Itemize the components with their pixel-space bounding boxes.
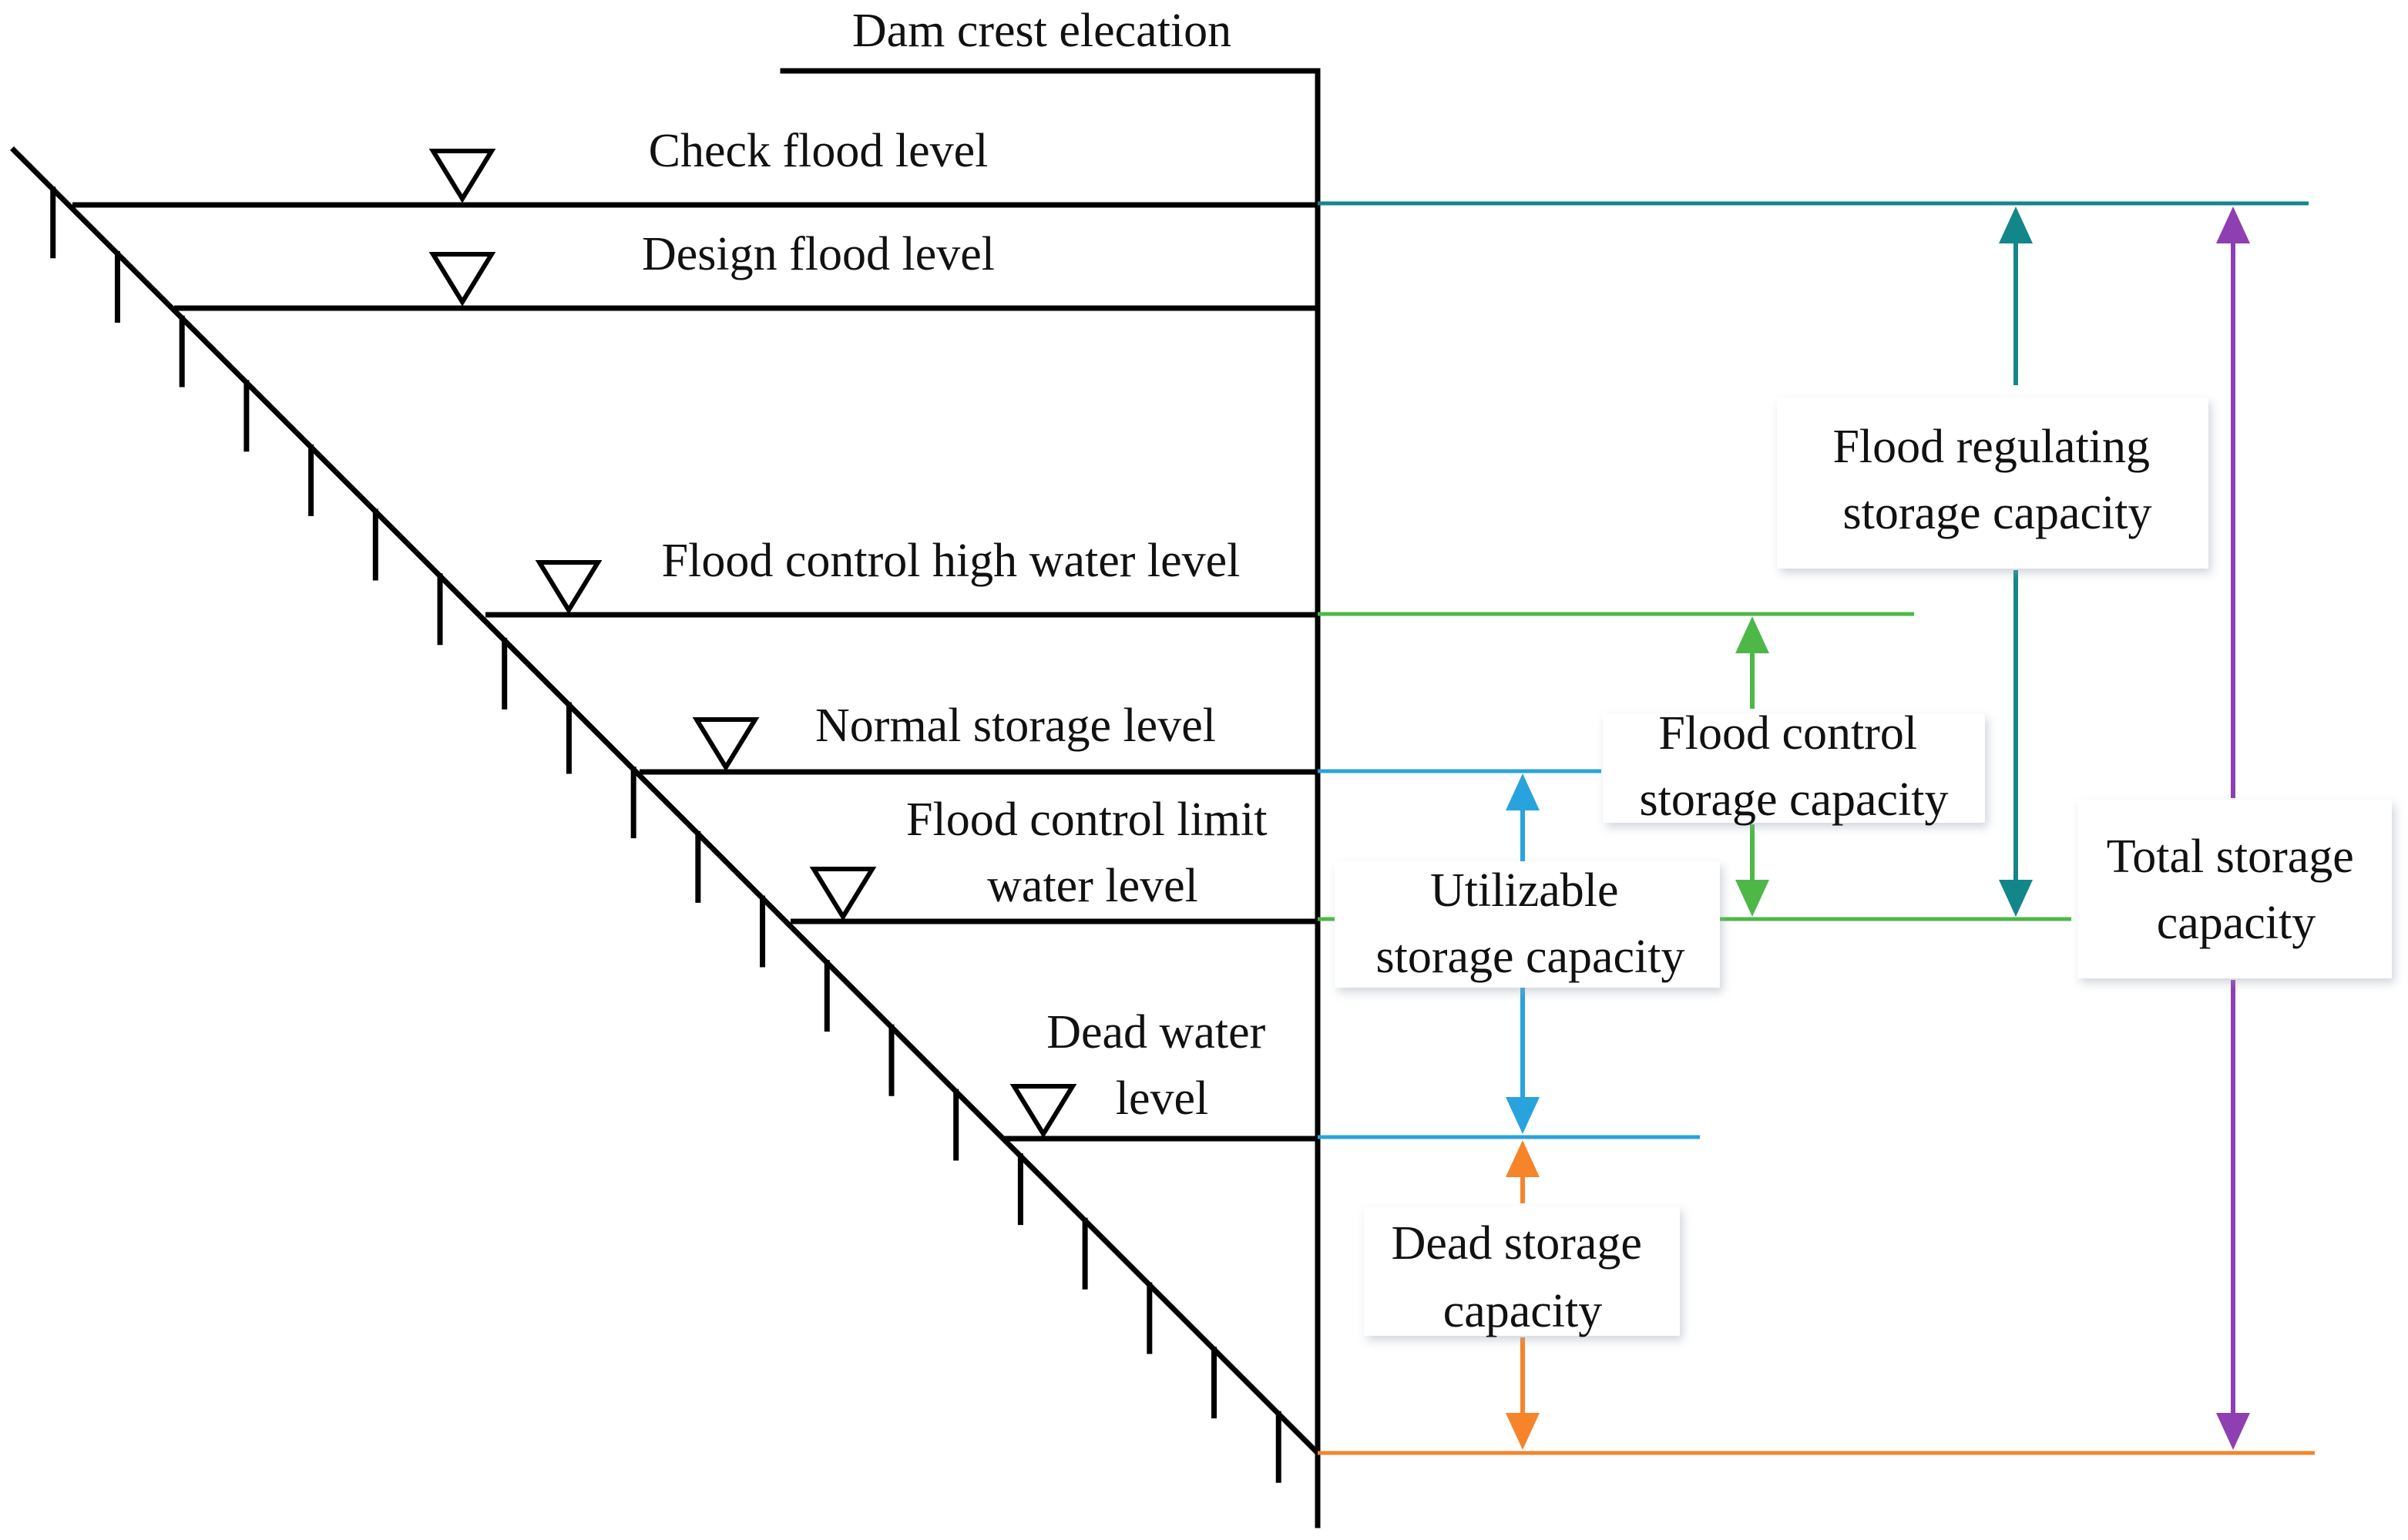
design-flood-label: Design flood level — [642, 228, 995, 280]
total-capacity-label-line2: capacity — [2157, 897, 2316, 949]
flood-control-limit-label: Flood control limit water level — [906, 793, 1279, 912]
dead-capacity-label-line2: capacity — [1443, 1285, 1603, 1337]
normal-storage-label: Normal storage level — [815, 700, 1216, 752]
water-level-lines — [72, 202, 1318, 1142]
dead-water-label-line1: Dead water — [1046, 1006, 1265, 1059]
dead-arrow-up-head — [1506, 1140, 1540, 1177]
flood-control-label-box — [1603, 713, 1985, 823]
flood-control-limit-label-line2: water level — [987, 860, 1198, 912]
total-capacity-label: Total storage capacity — [2107, 830, 2366, 949]
flood-regulating-capacity-label-group: Flood regulating storage capacity — [1777, 398, 2208, 569]
dam-structure — [10, 68, 1322, 1528]
total-label-box — [2077, 800, 2392, 978]
bank-hatching — [50, 186, 1281, 1483]
flood-control-high-label: Flood control high water level — [662, 535, 1241, 587]
flood-control-arrow-up-head — [1735, 616, 1769, 653]
dead-water-label: Dead water level — [1046, 1006, 1278, 1125]
check-flood-triangle-icon — [428, 149, 496, 203]
dead-label-box — [1364, 1206, 1680, 1336]
dead-capacity-label-line1: Dead storage — [1392, 1217, 1642, 1270]
flood-regulating-arrow — [1999, 206, 2033, 917]
flood-regulating-label-line1: Flood regulating — [1832, 421, 2150, 473]
flood-control-limit-label-line1: Flood control limit — [906, 793, 1267, 846]
total-capacity-label-group: Total storage capacity — [2077, 800, 2392, 978]
utilizable-arrow-down-head — [1506, 1097, 1540, 1134]
total-capacity-label-line1: Total storage — [2107, 830, 2354, 883]
utilizable-label-line1: Utilizable — [1430, 864, 1618, 917]
flood-control-arrow-down-head — [1735, 880, 1769, 917]
level-markers — [428, 149, 1077, 1139]
design-flood-triangle-icon — [428, 252, 496, 307]
dead-water-triangle-icon — [1009, 1084, 1077, 1139]
utilizable-label-box — [1335, 861, 1720, 988]
utilizable-arrow-up-head — [1506, 773, 1540, 810]
dead-arrow-down-head — [1506, 1413, 1540, 1450]
utilizable-capacity-label-group: Utilizable storage capacity — [1335, 861, 1720, 988]
check-flood-label: Check flood level — [649, 125, 989, 177]
flood-control-limit-triangle-icon — [809, 867, 877, 921]
utilizable-arrow — [1506, 773, 1540, 1134]
capacity-arrows — [1506, 206, 2250, 1450]
dead-capacity-label-group: Dead storage capacity — [1364, 1206, 1680, 1337]
dam-crest-label: Dam crest elecation — [852, 5, 1231, 57]
dead-water-label-line2: level — [1116, 1072, 1209, 1125]
dead-capacity-label: Dead storage capacity — [1392, 1217, 1654, 1337]
dead-arrow — [1506, 1140, 1540, 1450]
flood-regulating-label: Flood regulating storage capacity — [1832, 421, 2161, 539]
flood-control-high-triangle-icon — [535, 560, 603, 615]
flood-control-label-line1: Flood control — [1658, 707, 1917, 760]
reservoir-bank-slope — [10, 146, 1322, 1457]
flood-control-arrow — [1735, 616, 1769, 917]
normal-storage-triangle-icon — [692, 717, 760, 772]
total-arrow-down-head — [2216, 1413, 2250, 1450]
flood-regulating-arrow-down-head — [1999, 880, 2033, 917]
total-arrow-up-head — [2216, 206, 2250, 243]
flood-regulating-arrow-up-head — [1999, 206, 2033, 243]
total-arrow — [2216, 206, 2250, 1450]
flood-regulating-label-line2: storage capacity — [1842, 487, 2151, 539]
utilizable-label-line2: storage capacity — [1375, 931, 1684, 983]
flood-control-capacity-label-group: Flood control storage capacity — [1603, 707, 1985, 826]
flood-regulating-label-box — [1777, 398, 2208, 569]
flood-control-label-line2: storage capacity — [1639, 773, 1948, 826]
flood-control-label: Flood control storage capacity — [1639, 707, 1948, 826]
utilizable-label: Utilizable storage capacity — [1375, 864, 1684, 983]
